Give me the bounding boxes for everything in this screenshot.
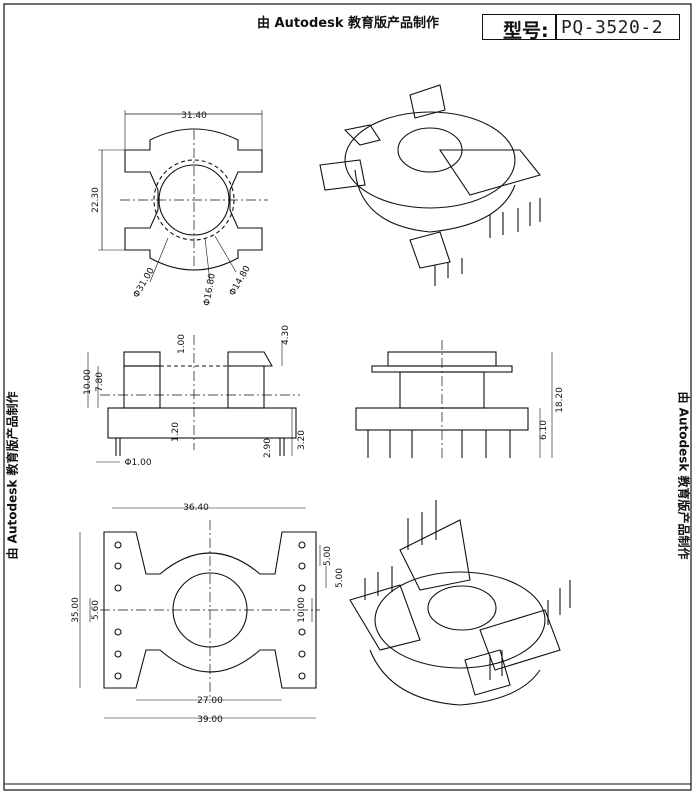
dim-side-body: 7.80	[95, 372, 105, 392]
dim-side-pin-len: 2.90	[263, 438, 273, 458]
iso-view-top	[319, 84, 541, 286]
side-view	[87, 335, 300, 463]
watermark-top: 由 Autodesk 教育版产品制作	[256, 16, 440, 31]
title-divider	[555, 15, 557, 39]
dim-dia-mid: Φ16.80	[202, 272, 218, 306]
dim-bottom-pitch-b: 5.00	[335, 568, 345, 588]
dim-bottom-gap: 10.00	[297, 597, 307, 623]
dim-side-pin-total: 3.20	[297, 430, 307, 450]
dim-side-flange: 1.00	[177, 334, 187, 354]
dim-side-pin-dia: Φ1.00	[124, 458, 151, 468]
dim-dia-outer: Φ31.00	[132, 266, 157, 300]
dim-bottom-overall-width: 39.00	[197, 715, 223, 725]
dim-front-pin: 6.10	[539, 420, 549, 440]
iso-view-bottom	[349, 500, 571, 706]
bottom-view	[79, 507, 327, 719]
model-label: 型号:	[503, 20, 549, 42]
dim-side-step: 4.30	[281, 325, 291, 345]
dim-top-height: 22.30	[91, 187, 101, 213]
dim-bottom-inner-width: 27.00	[197, 696, 223, 706]
dim-front-height: 18.20	[555, 387, 565, 413]
dim-bottom-slot: 5.60	[91, 600, 101, 620]
dim-bottom-pitch-a: 5.00	[323, 546, 333, 566]
model-value: PQ-3520-2	[561, 17, 664, 38]
front-view	[355, 340, 553, 458]
dim-side-total: 10.00	[83, 369, 93, 395]
top-view	[98, 110, 268, 283]
title-block: 型号: PQ-3520-2	[482, 14, 680, 42]
dim-bottom-top-width: 36.40	[183, 503, 209, 513]
dim-dia-inner: Φ14.80	[228, 264, 253, 298]
dim-bottom-height: 35.00	[71, 597, 81, 623]
dim-top-width: 31.40	[181, 111, 207, 121]
sheet-border	[3, 3, 692, 791]
dim-side-base: 1.20	[171, 422, 181, 442]
